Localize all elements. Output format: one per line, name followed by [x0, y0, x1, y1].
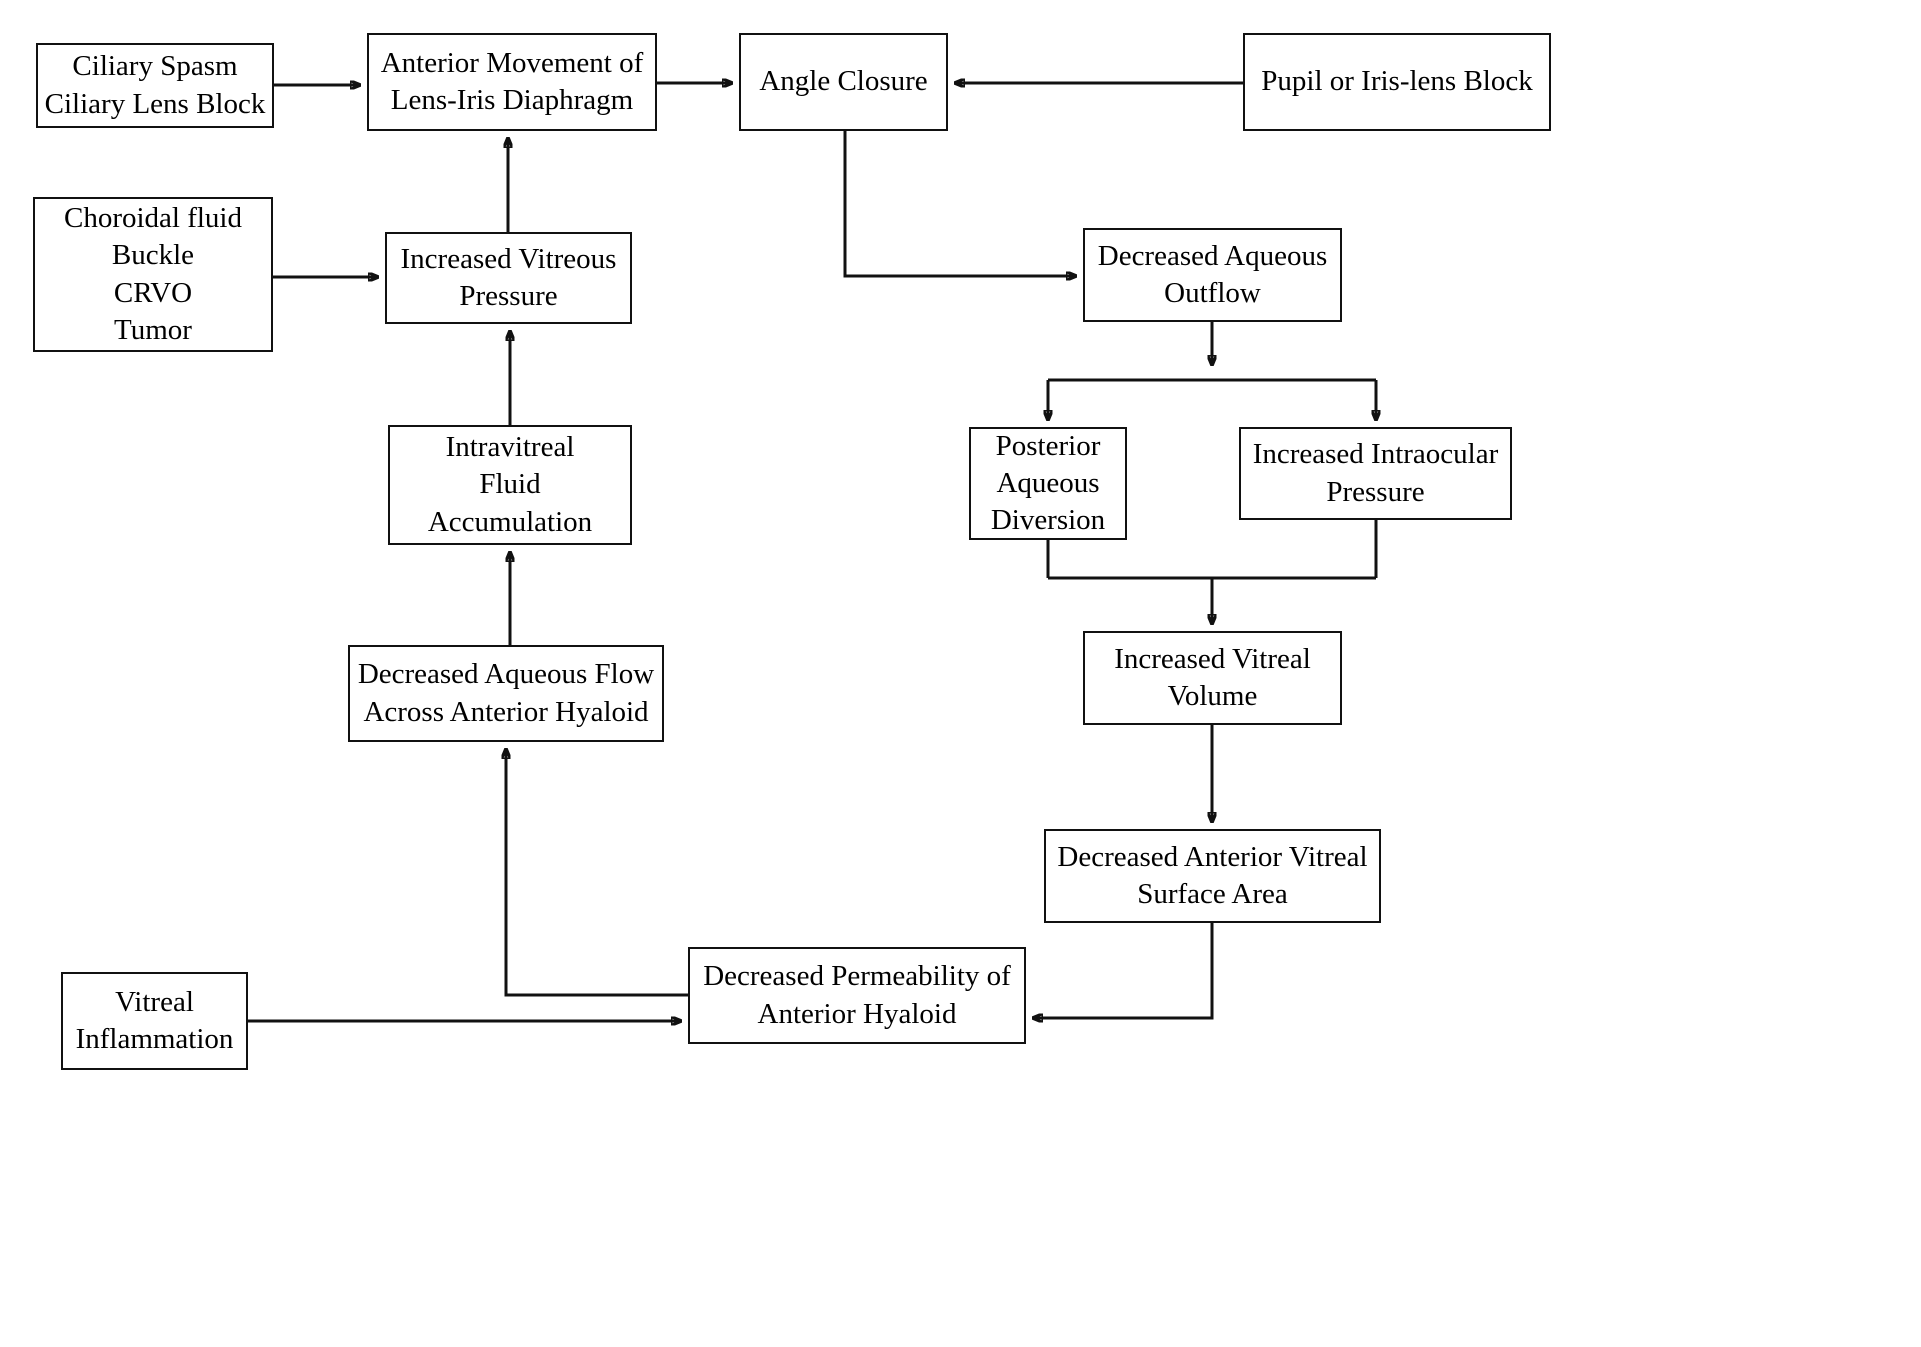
edge-surfacearea-to-permeability	[1033, 923, 1214, 1018]
edge-angle-to-outflow	[843, 131, 1076, 276]
node-label: Anterior Movement of Lens-Iris Diaphragm	[380, 46, 644, 116]
node-decreased-aqueous-flow[interactable]: Decreased Aqueous Flow Across Anterior H…	[348, 645, 664, 742]
node-label: Choroidal fluid Buckle CRVO Tumor	[63, 202, 242, 346]
node-label: Decreased Aqueous Flow Across Anterior H…	[357, 658, 655, 728]
edge-permeability-to-aqueousflow	[506, 749, 688, 997]
node-decreased-permeability[interactable]: Decreased Permeability of Anterior Hyalo…	[688, 947, 1026, 1044]
node-label: Pupil or Iris-lens Block	[1261, 65, 1533, 98]
node-label: Increased Vitreous Pressure	[400, 242, 617, 312]
node-vitreal-inflammation[interactable]: Vitreal Inflammation	[61, 972, 248, 1070]
node-label: Vitreal Inflammation	[75, 985, 234, 1055]
node-pupil-or-iris-lens-block[interactable]: Pupil or Iris-lens Block	[1243, 33, 1551, 131]
node-label: Increased Intraocular Pressure	[1252, 438, 1499, 508]
node-label: Decreased Anterior Vitreal Surface Area	[1057, 840, 1368, 910]
node-angle-closure[interactable]: Angle Closure	[739, 33, 948, 131]
node-label: Decreased Aqueous Outflow	[1097, 239, 1328, 309]
node-label: Intravitreal Fluid Accumulation	[427, 431, 593, 538]
node-decreased-anterior-vitreal-surface-area[interactable]: Decreased Anterior Vitreal Surface Area	[1044, 829, 1381, 923]
node-intravitreal-fluid-accumulation[interactable]: Intravitreal Fluid Accumulation	[388, 425, 632, 545]
node-posterior-aqueous-diversion[interactable]: Posterior Aqueous Diversion	[969, 427, 1127, 540]
node-label: Ciliary Spasm Ciliary Lens Block	[44, 50, 266, 120]
node-label: Decreased Permeability of Anterior Hyalo…	[703, 960, 1011, 1030]
node-label: Angle Closure	[759, 65, 928, 98]
node-ciliary-spasm[interactable]: Ciliary Spasm Ciliary Lens Block	[36, 43, 274, 128]
node-choroidal-fluid[interactable]: Choroidal fluid Buckle CRVO Tumor	[33, 197, 273, 352]
node-increased-vitreal-volume[interactable]: Increased Vitreal Volume	[1083, 631, 1342, 725]
node-label: Posterior Aqueous Diversion	[990, 429, 1106, 537]
node-decreased-aqueous-outflow[interactable]: Decreased Aqueous Outflow	[1083, 228, 1342, 322]
node-anterior-movement[interactable]: Anterior Movement of Lens-Iris Diaphragm	[367, 33, 657, 131]
node-label: Increased Vitreal Volume	[1114, 642, 1311, 712]
node-increased-vitreous-pressure[interactable]: Increased Vitreous Pressure	[385, 232, 632, 324]
node-increased-intraocular-pressure[interactable]: Increased Intraocular Pressure	[1239, 427, 1512, 520]
